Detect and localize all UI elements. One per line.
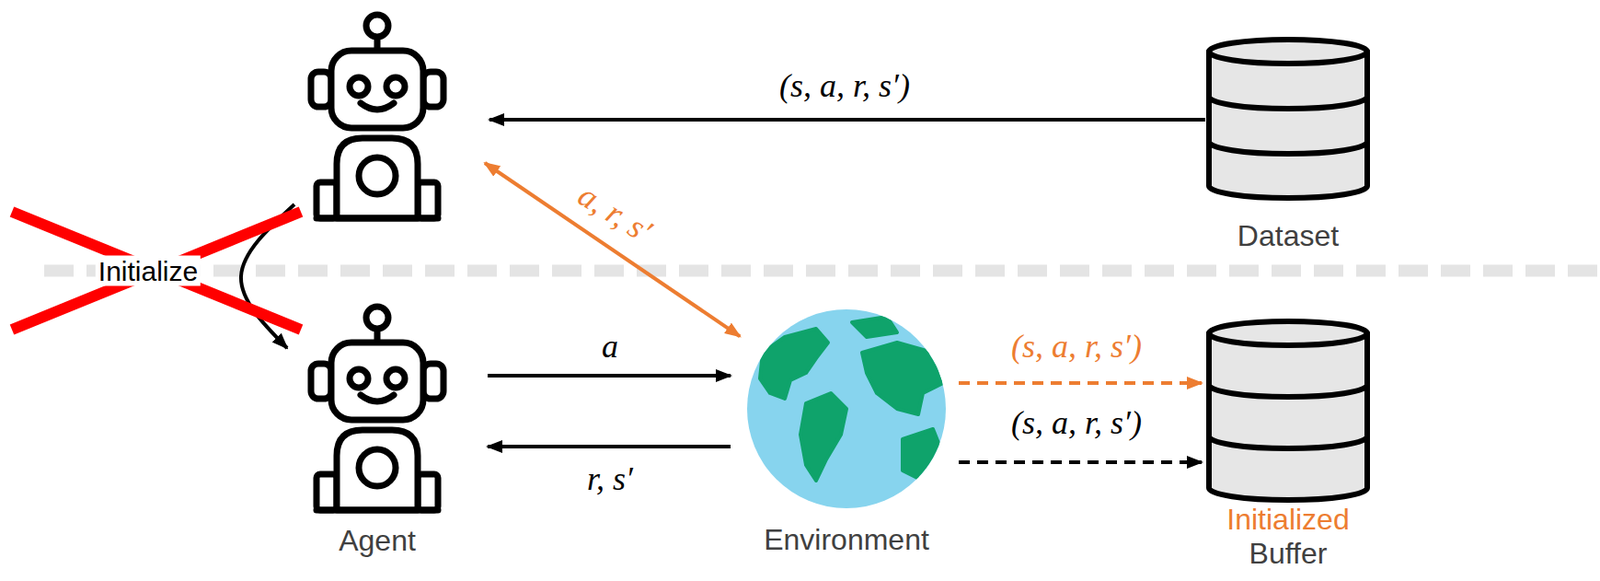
arrow [487,444,731,449]
edge-label: Initialize [95,255,201,287]
node-label: Environment [736,522,957,557]
divider-line [44,264,1600,277]
node-label: Agent [303,523,451,558]
edge-label: (s, a, r, s′) [1011,328,1142,366]
environment-node: Environment [736,307,957,557]
node-label: Dataset [1205,218,1371,254]
arrow [484,162,740,336]
node-label: Initialized [1205,502,1371,537]
cross-out-mark [11,211,301,330]
arrow [487,373,731,378]
edge-label: (s, a, r, s′) [1011,404,1142,442]
agent-node: Agent [303,299,451,558]
robot-icon [303,299,451,513]
edge-label: (s, a, r, s′) [779,68,910,105]
database-icon [1205,318,1371,503]
buffer-node: InitializedBuffer [1205,318,1371,571]
dataset-node: Dataset [1205,36,1371,254]
cross-out-mark [11,211,301,330]
node-sublabel: Buffer [1205,536,1371,571]
edge-label: r, s′ [587,460,634,498]
arrow [489,117,1206,122]
database-icon [1205,36,1371,203]
edge-label: a, r, s′ [571,176,658,250]
agent-node [303,7,451,221]
dashed-arrow [958,380,1202,385]
globe-icon [736,307,957,510]
dashed-arrow [958,460,1202,464]
edge-label: a [601,328,619,366]
robot-icon [303,7,451,221]
